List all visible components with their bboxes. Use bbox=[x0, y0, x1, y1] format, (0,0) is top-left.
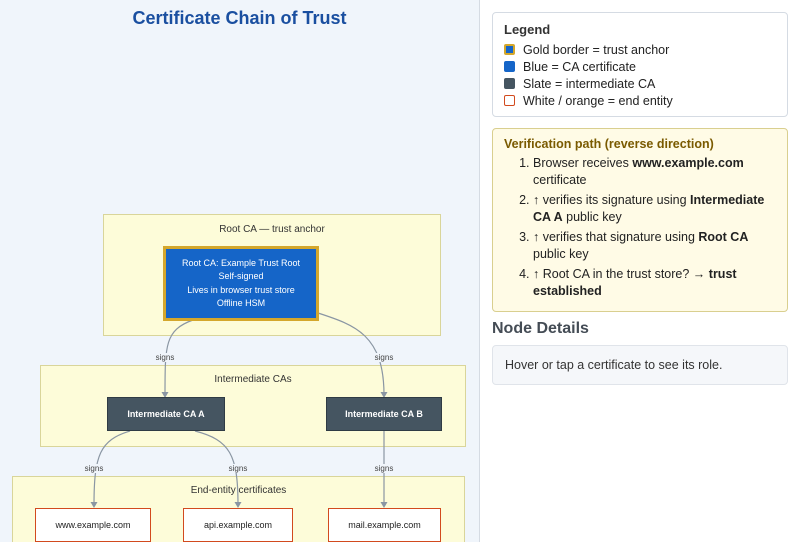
node-root-ca[interactable]: Root CA: Example Trust Root Self-signed … bbox=[163, 246, 319, 321]
legend-swatch-gold bbox=[504, 44, 515, 55]
verification-step: ↑ Root CA in the trust store? → trust es… bbox=[533, 266, 776, 300]
legend-item-label: Slate = intermediate CA bbox=[523, 76, 656, 91]
legend-swatch-white bbox=[504, 95, 515, 106]
legend-swatch-slate bbox=[504, 78, 515, 89]
edge-label-b-mail: signs bbox=[372, 464, 396, 473]
edge-label-a-www: signs bbox=[82, 464, 106, 473]
intermediate-ca-a-label: Intermediate CA A bbox=[127, 409, 205, 419]
legend-item-trust-anchor: Gold border = trust anchor bbox=[504, 41, 776, 58]
edge-label-root-b: signs bbox=[372, 353, 396, 362]
legend-swatch-blue bbox=[504, 61, 515, 72]
edge-label-a-api: signs bbox=[226, 464, 250, 473]
verification-steps: Browser receives www.example.com certifi… bbox=[504, 155, 776, 300]
verification-title: Verification path (reverse direction) bbox=[504, 137, 714, 151]
step-text: Browser receives bbox=[533, 156, 633, 170]
legend-title: Legend bbox=[504, 22, 551, 37]
leaf-api-label: api.example.com bbox=[203, 520, 273, 530]
step-text: public key bbox=[533, 247, 589, 261]
arrowhead-intermediate-b bbox=[380, 392, 388, 398]
leaf-www-label: www.example.com bbox=[55, 520, 131, 530]
root-ca-line-name: Root CA: Example Trust Root bbox=[181, 257, 301, 268]
legend-item-label: Blue = CA certificate bbox=[523, 59, 636, 74]
verification-step: Browser receives www.example.com certifi… bbox=[533, 155, 776, 189]
root-ca-line-self-signed: Self-signed bbox=[218, 271, 264, 281]
legend-item-label: White / orange = end entity bbox=[523, 93, 673, 108]
node-leaf-mail[interactable]: mail.example.com bbox=[328, 508, 441, 542]
node-details-panel: Hover or tap a certificate to see its ro… bbox=[492, 345, 788, 385]
edge-label-root-a: signs bbox=[153, 353, 177, 362]
arrowhead-api bbox=[234, 502, 242, 508]
legend-item-label: Gold border = trust anchor bbox=[523, 42, 670, 57]
diagram-pane: Certificate Chain of Trust Root CA — tru… bbox=[0, 0, 479, 542]
legend-item-end-entity: White / orange = end entity bbox=[504, 92, 776, 109]
group-label-end-entity: End-entity certificates bbox=[190, 485, 287, 496]
leaf-mail-label: mail.example.com bbox=[348, 520, 421, 530]
step-emphasis: trust established bbox=[533, 267, 737, 298]
step-emphasis: Root CA bbox=[698, 230, 749, 244]
edge-intermediate-a-to-www bbox=[93, 430, 131, 506]
intermediate-ca-b-label: Intermediate CA B bbox=[345, 409, 423, 419]
step-text: public key bbox=[562, 210, 622, 224]
node-leaf-www[interactable]: www.example.com bbox=[35, 508, 151, 542]
verification-step: ↑ verifies its signature using Intermedi… bbox=[533, 192, 776, 226]
node-leaf-api[interactable]: api.example.com bbox=[183, 508, 293, 542]
legend-item-ca: Blue = CA certificate bbox=[504, 58, 776, 75]
group-label-intermediate: Intermediate CAs bbox=[214, 374, 292, 385]
step-text: ↑ verifies its signature using bbox=[533, 193, 691, 207]
node-details-heading: Node Details bbox=[492, 320, 589, 337]
node-intermediate-ca-b[interactable]: Intermediate CA B bbox=[326, 397, 442, 431]
root-ca-line-trust-store: Lives in browser trust store bbox=[187, 284, 295, 295]
step-emphasis: www.example.com bbox=[632, 156, 744, 170]
verification-panel: Verification path (reverse direction) Br… bbox=[492, 128, 788, 312]
edge-root-to-intermediate-b bbox=[317, 312, 385, 396]
arrowhead-intermediate-a bbox=[161, 392, 169, 398]
legend-item-intermediate: Slate = intermediate CA bbox=[504, 75, 776, 92]
diagram-title: Certificate Chain of Trust bbox=[132, 8, 347, 28]
step-text: ↑ Root CA in the trust store? → bbox=[533, 267, 709, 281]
root-ca-line-hsm: Offline HSM bbox=[216, 298, 266, 308]
node-intermediate-ca-a[interactable]: Intermediate CA A bbox=[107, 397, 225, 431]
group-label-root: Root CA — trust anchor bbox=[219, 224, 325, 235]
node-details-text: Hover or tap a certificate to see its ro… bbox=[505, 358, 723, 372]
step-text: ↑ verifies that signature using bbox=[533, 230, 699, 244]
verification-step: ↑ verifies that signature using Root CA … bbox=[533, 229, 776, 263]
arrowhead-mail bbox=[380, 502, 388, 508]
legend-panel: Legend Gold border = trust anchor Blue =… bbox=[492, 12, 788, 117]
edges-layer bbox=[90, 312, 388, 508]
edge-root-to-intermediate-a bbox=[164, 319, 194, 396]
arrowhead-www bbox=[90, 502, 98, 508]
step-text: certificate bbox=[533, 173, 587, 187]
step-emphasis: Intermediate CA A bbox=[533, 193, 765, 224]
pane-divider bbox=[479, 0, 480, 542]
edge-intermediate-a-to-api bbox=[194, 430, 239, 506]
